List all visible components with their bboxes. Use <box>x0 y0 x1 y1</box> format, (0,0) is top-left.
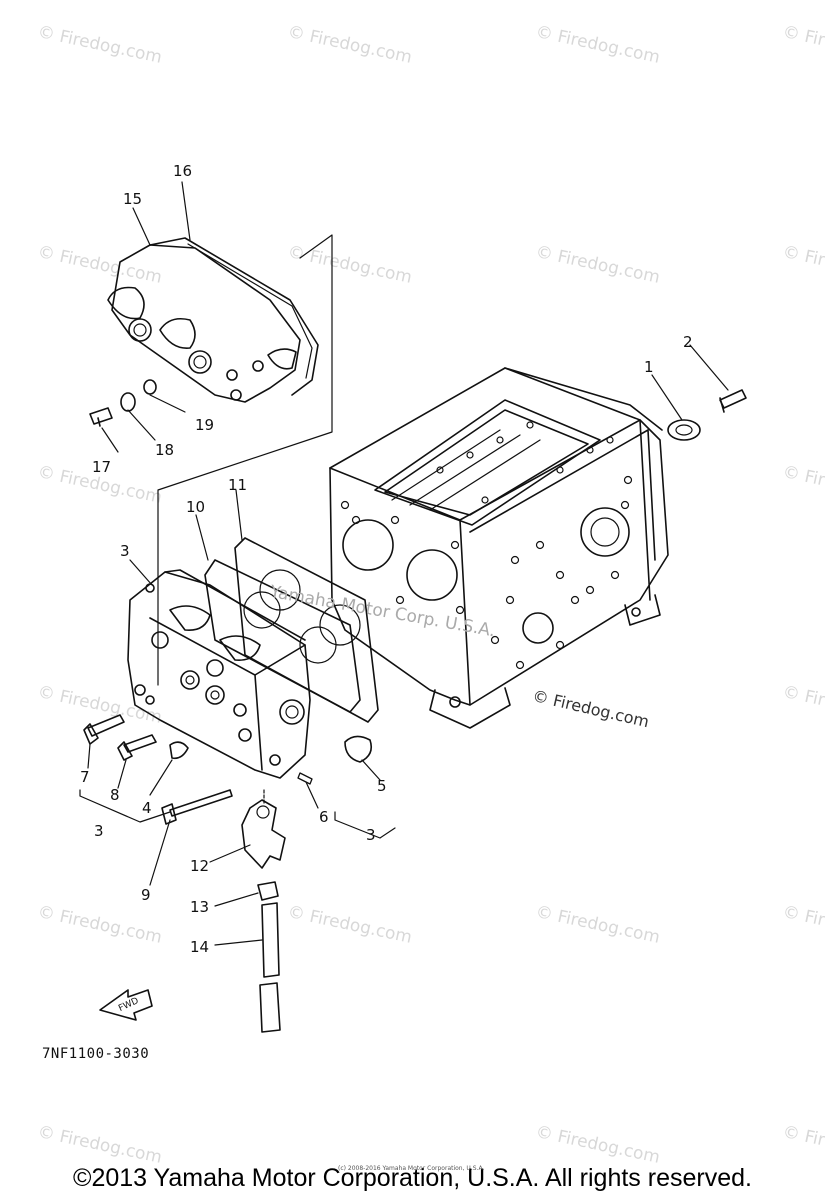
head-cover <box>107 237 319 403</box>
union-bolt-7 <box>83 714 125 745</box>
eye-bolt-1 <box>667 419 701 441</box>
pin-6 <box>297 772 313 785</box>
part-label: 18 <box>155 441 174 459</box>
fine-print: (c) 2008-2016 Yamaha Motor Corporation, … <box>338 1165 485 1172</box>
group-label: 3 <box>366 826 376 844</box>
group-label: 3 <box>94 822 104 840</box>
part-label: 5 <box>377 777 387 795</box>
part-label: 2 <box>683 333 693 351</box>
part-label: 1 <box>644 358 654 376</box>
clip-13 <box>257 881 279 901</box>
part-label: 7 <box>80 768 90 786</box>
plug-5 <box>344 735 373 763</box>
part-label: 10 <box>186 498 205 516</box>
leader-lines <box>79 181 729 946</box>
bolt-17 <box>89 407 113 427</box>
part-labels: 16 15 1 2 17 18 19 10 11 3 7 8 4 3 5 6 3… <box>80 162 693 956</box>
part-label: 4 <box>142 799 152 817</box>
part-label: 3 <box>120 542 130 560</box>
part-label: 19 <box>195 416 214 434</box>
fwd-arrow-icon: FWD <box>99 989 153 1021</box>
gasket-11 <box>234 537 379 723</box>
part-label: 8 <box>110 786 120 804</box>
washer-18 <box>120 392 136 412</box>
bush-4 <box>169 741 189 760</box>
bolt-2 <box>719 389 747 413</box>
part-label: 17 <box>92 458 111 476</box>
part-label: 12 <box>190 857 209 875</box>
part-label: 6 <box>319 808 329 826</box>
assembly-bracket-lines <box>157 234 333 686</box>
head-gasket <box>204 559 361 713</box>
part-label: 15 <box>123 190 142 208</box>
copyright-footer: ©2013 Yamaha Motor Corporation, U.S.A. A… <box>73 1164 752 1192</box>
part-label: 14 <box>190 938 209 956</box>
cylinder-block <box>329 367 669 729</box>
part-label: 11 <box>228 476 247 494</box>
washer-19 <box>143 379 157 395</box>
part-label: 13 <box>190 898 209 916</box>
part-label: 16 <box>173 162 192 180</box>
drain-cock-12 <box>241 799 286 869</box>
diagram-code: 7NF1100-3030 <box>42 1046 150 1062</box>
pipe-14 <box>259 902 281 1033</box>
cylinder-head <box>127 569 311 779</box>
union-bolt-8 <box>117 734 157 761</box>
bolt-9 <box>161 789 233 825</box>
part-label: 9 <box>141 886 151 904</box>
